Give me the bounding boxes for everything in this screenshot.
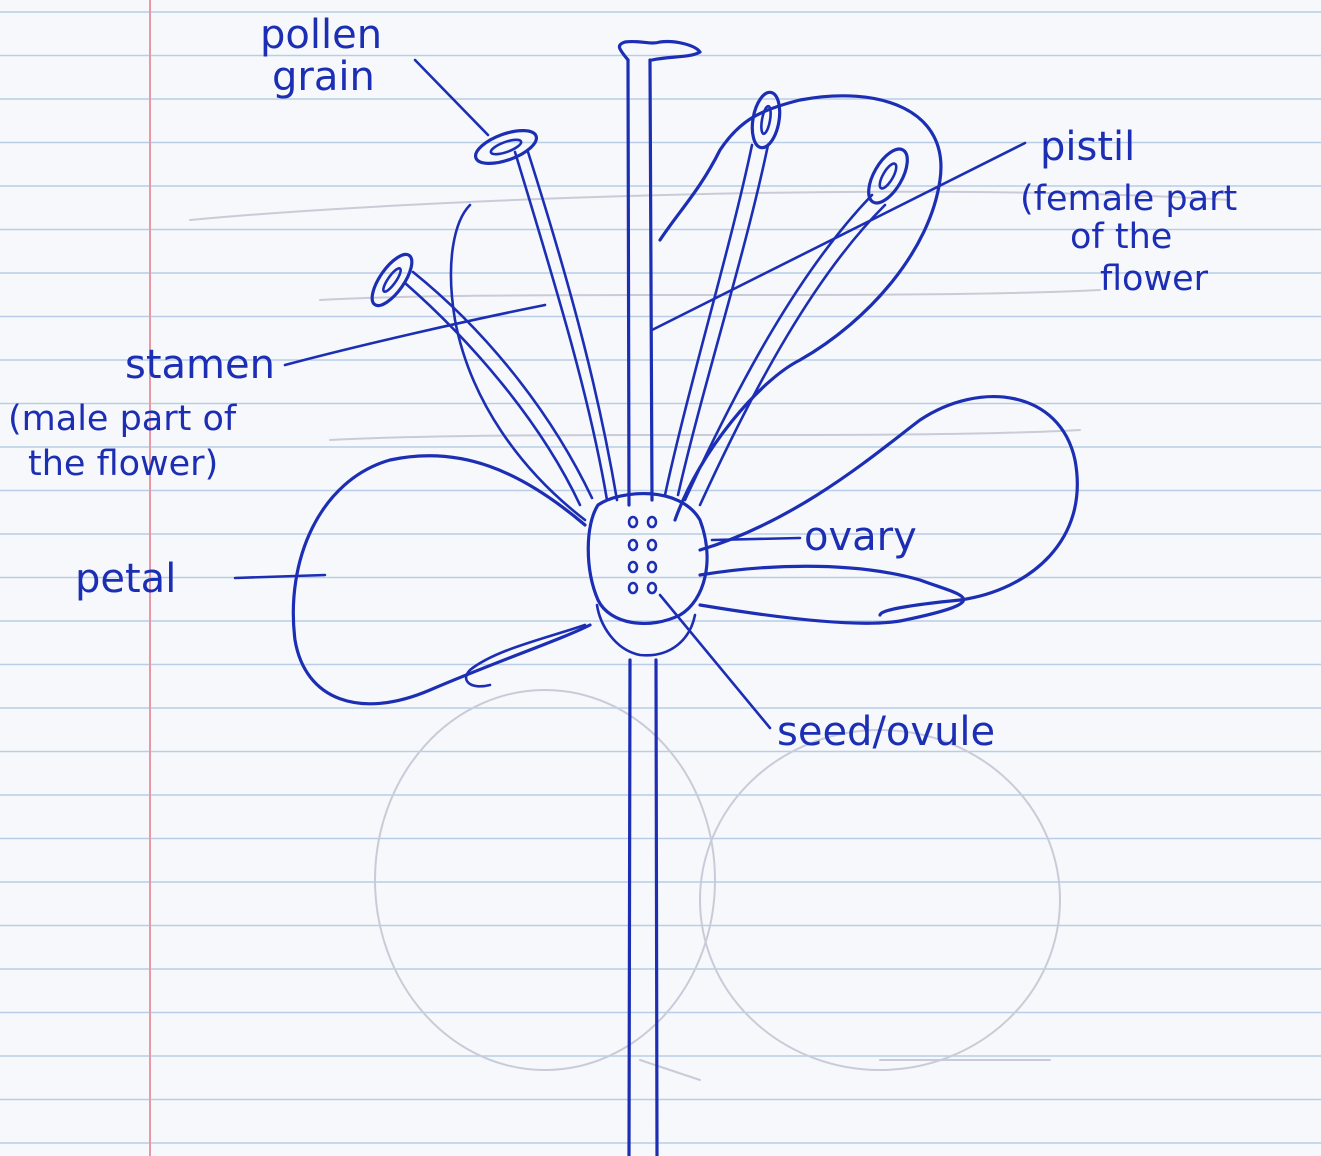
petal-left (293, 456, 590, 704)
petal-back (660, 96, 941, 520)
show-through-sketch (190, 192, 1230, 1080)
label-pistil: pistil (1040, 124, 1135, 170)
petal-inner-left (451, 205, 585, 520)
label-petal: petal (75, 556, 176, 602)
label-ovary: ovary (804, 514, 917, 560)
ovules (629, 517, 656, 593)
leader-ovary (712, 538, 800, 540)
label-stamen-line2: (male part of (8, 399, 237, 439)
label-stamen: stamen (125, 342, 275, 388)
label-seed-ovule: seed/ovule (777, 709, 995, 755)
petal-right-outer (700, 397, 1077, 615)
label-pollen-line1: pollen (260, 12, 382, 58)
label-stamen-group: stamen (male part of the flower) (8, 342, 275, 484)
label-stamen-line3: the flower) (28, 444, 218, 484)
label-grain-line2: grain (272, 54, 375, 100)
label-pollen-grain: pollen grain (260, 12, 382, 100)
stamen-left (365, 249, 592, 505)
petal-right (700, 566, 964, 623)
label-pistil-line3: of the (1070, 217, 1172, 257)
leader-stamen (285, 305, 545, 365)
label-pistil-line2: (female part (1020, 179, 1237, 219)
label-pistil-line4: flower (1100, 259, 1209, 299)
leader-pollen (415, 60, 488, 135)
